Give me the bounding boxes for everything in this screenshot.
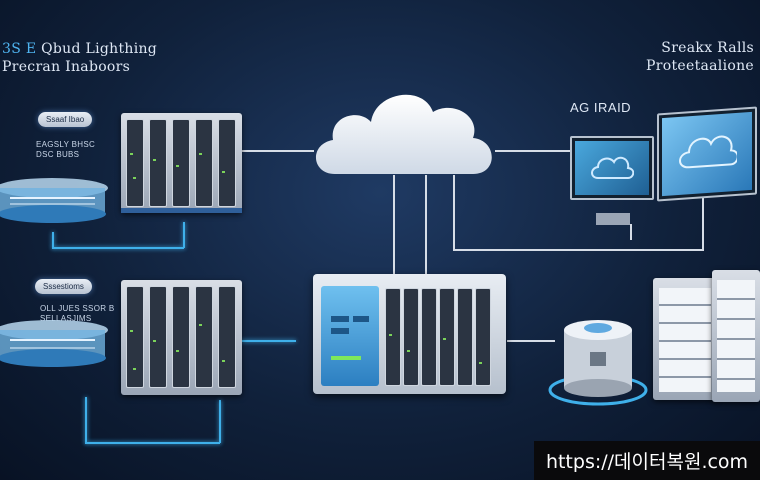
connector-mid-right <box>507 340 555 342</box>
header-left-title: 3S E Qbud Lighthing <box>2 41 157 57</box>
header-left-subtitle: Precran Inaboors <box>2 59 131 75</box>
glow-line-bot-bottom <box>85 442 220 444</box>
connector-cloud-right <box>495 150 573 152</box>
header-right-subtitle: Proteetaalione <box>646 58 754 74</box>
raid-label: AG IRAID <box>570 100 632 115</box>
connector-cloud-down-3 <box>453 175 455 250</box>
glow-line-top-right <box>183 222 185 248</box>
drive-tray-top <box>0 178 108 223</box>
header-right-title: Sreakx Ralls <box>661 40 754 56</box>
storage-cabinet-right <box>712 270 760 402</box>
glow-line-top-bottom <box>52 247 184 249</box>
footer-url[interactable]: https://데이터복원.com <box>534 441 760 480</box>
disk-drum-icon <box>548 320 648 406</box>
connector-cloud-left <box>242 150 314 152</box>
server-rack-bottom <box>121 280 242 395</box>
connector-monitor-drop <box>702 196 704 251</box>
cloud-icon <box>315 94 492 174</box>
connector-horizontal-right <box>453 249 703 251</box>
header-left-title-accent: 3S E <box>2 41 37 57</box>
caption-top: EAGSLY BHSC DSC BUBS <box>36 140 96 159</box>
monitor-stand <box>596 213 630 225</box>
server-rack-top <box>121 113 242 213</box>
header-left-title-rest: Qbud Lighthing <box>36 41 158 57</box>
monitor-left <box>570 136 654 200</box>
drive-tray-bottom <box>0 320 108 367</box>
connector-monitor-stand <box>630 224 632 240</box>
glow-line-bot-right <box>219 400 221 443</box>
storage-cabinet-left <box>653 278 717 400</box>
pill-top: Ssaaf Ibao <box>38 112 93 127</box>
central-storage-unit <box>313 274 506 394</box>
glow-line-bot-left <box>85 397 87 443</box>
caption-bottom: OLL JUES SSOR B SELLASJIMS <box>40 304 115 323</box>
glow-line-top-left <box>52 232 54 248</box>
storage-display-panel <box>321 286 379 386</box>
pill-bottom: Sssestioms <box>35 279 92 294</box>
connector-cloud-down-2 <box>425 175 427 275</box>
connector-cloud-down-1 <box>393 175 395 275</box>
monitor-right <box>657 106 757 202</box>
monitor-cloud-icon <box>591 156 634 179</box>
monitor-right-cloud-icon <box>679 135 737 169</box>
glow-line-mid <box>240 340 296 342</box>
